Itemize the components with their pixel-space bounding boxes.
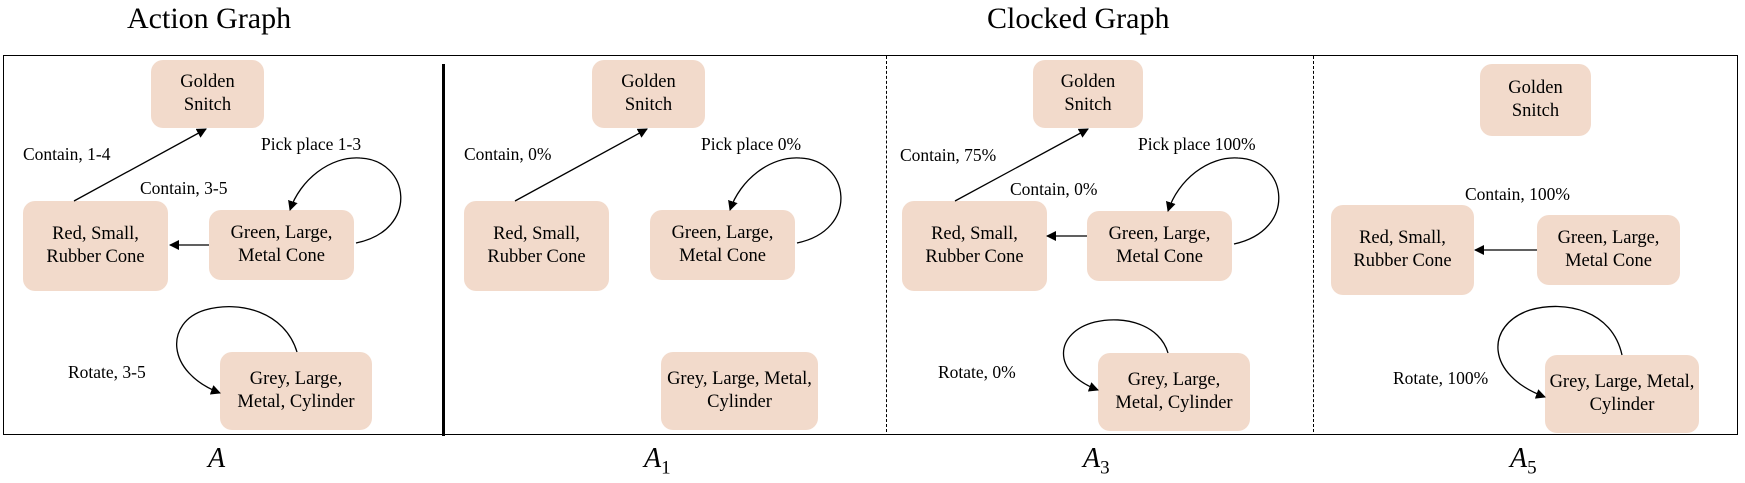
node-grey-cylinder: Grey, Large, Metal, Cylinder bbox=[1545, 355, 1699, 433]
action-graph-heading: Action Graph bbox=[127, 2, 292, 35]
label-contain-cone: Contain, 0% bbox=[1010, 179, 1098, 199]
panel-divider-solid bbox=[442, 64, 445, 436]
node-red-cone: Red, Small, Rubber Cone bbox=[464, 201, 609, 291]
label-contain-snitch: Contain, 0% bbox=[464, 144, 552, 164]
node-grey-cylinder: Grey, Large, Metal, Cylinder bbox=[661, 352, 818, 430]
node-red-cone: Red, Small, Rubber Cone bbox=[23, 201, 168, 291]
node-golden-snitch: Golden Snitch bbox=[151, 60, 264, 128]
node-green-cone: Green, Large, Metal Cone bbox=[650, 210, 795, 280]
node-red-cone: Red, Small, Rubber Cone bbox=[1331, 205, 1474, 295]
node-grey-cylinder: Grey, Large, Metal, Cylinder bbox=[220, 352, 372, 430]
label-contain-cone: Contain, 100% bbox=[1465, 184, 1570, 204]
label-pick-place: Pick place 0% bbox=[701, 134, 802, 154]
caption-a5: A5 bbox=[1510, 443, 1537, 479]
panel-divider-dashed-2 bbox=[1313, 56, 1314, 432]
label-contain-cone: Contain, 3-5 bbox=[140, 178, 228, 198]
node-green-cone: Green, Large, Metal Cone bbox=[1087, 211, 1232, 281]
caption-a: A bbox=[208, 443, 226, 474]
label-contain-snitch: Contain, 1-4 bbox=[23, 144, 111, 164]
node-red-cone: Red, Small, Rubber Cone bbox=[902, 201, 1047, 291]
caption-a3: A3 bbox=[1083, 443, 1110, 479]
label-rotate: Rotate, 0% bbox=[938, 362, 1016, 382]
label-rotate: Rotate, 3-5 bbox=[68, 362, 146, 382]
panel-divider-dashed-1 bbox=[886, 56, 887, 432]
clocked-graph-heading: Clocked Graph bbox=[987, 2, 1170, 35]
label-pick-place: Pick place 1-3 bbox=[261, 134, 362, 154]
node-golden-snitch: Golden Snitch bbox=[592, 60, 705, 128]
label-pick-place: Pick place 100% bbox=[1138, 134, 1256, 154]
graph-frame bbox=[3, 55, 1738, 435]
caption-a1: A1 bbox=[644, 443, 671, 479]
label-rotate: Rotate, 100% bbox=[1393, 368, 1489, 388]
label-contain-snitch: Contain, 75% bbox=[900, 145, 997, 165]
node-golden-snitch: Golden Snitch bbox=[1480, 64, 1591, 136]
node-grey-cylinder: Grey, Large, Metal, Cylinder bbox=[1098, 353, 1250, 431]
node-green-cone: Green, Large, Metal Cone bbox=[1537, 215, 1680, 285]
node-golden-snitch: Golden Snitch bbox=[1033, 60, 1143, 128]
node-green-cone: Green, Large, Metal Cone bbox=[209, 210, 354, 280]
